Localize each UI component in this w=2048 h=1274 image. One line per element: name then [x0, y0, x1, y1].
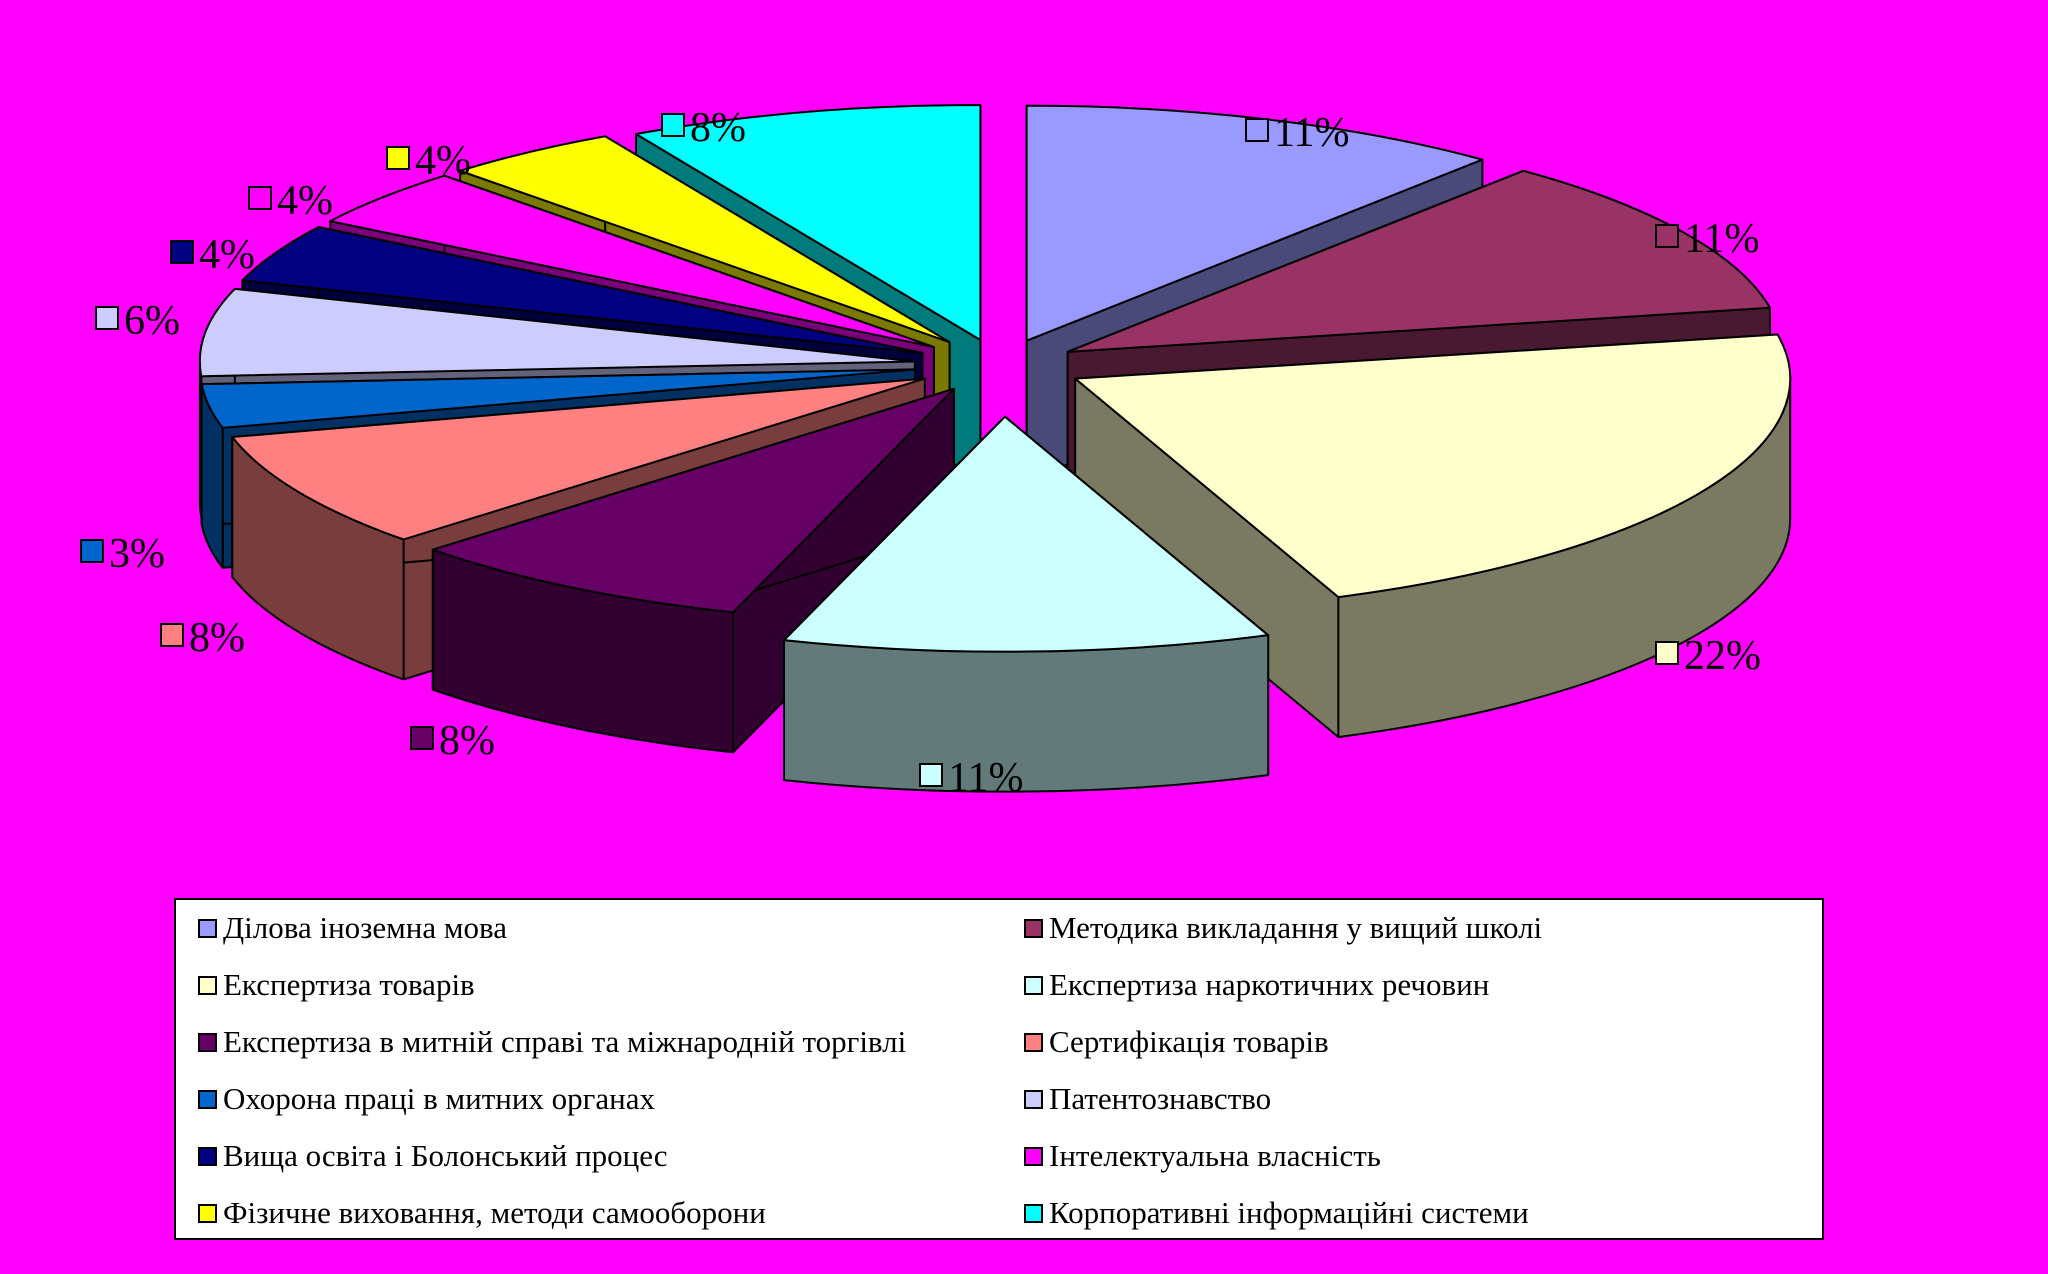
legend-label-1: Ділова іноземна мова: [223, 910, 507, 945]
legend-swatch-1: [198, 918, 217, 938]
legend-swatch-11: [198, 1203, 217, 1223]
pie-slice-5-top: [431, 387, 956, 614]
data-label-swatch-5: [410, 726, 434, 750]
legend-item-12: Корпоративні інформаційні системи: [1024, 1193, 1529, 1233]
pie-slice-6-top: [231, 377, 926, 541]
data-label-2: 11%: [1684, 216, 1759, 262]
legend-item-4: Експертиза наркотичних речовин: [1024, 965, 1489, 1005]
legend-swatch-5: [198, 1032, 217, 1052]
legend-item-6: Сертифікація товарів: [1024, 1022, 1329, 1062]
legend-item-9: Вища освіта і Болонський процес: [198, 1136, 668, 1176]
data-label-swatch-7: [80, 539, 104, 563]
legend-item-7: Охорона праці в митних органах: [198, 1079, 655, 1119]
legend-item-8: Патентознавство: [1024, 1079, 1271, 1119]
legend-swatch-7: [198, 1089, 217, 1109]
data-label-3: 22%: [1684, 633, 1761, 679]
data-label-swatch-6: [160, 623, 184, 647]
data-label-1: 11%: [1274, 110, 1349, 156]
legend-item-2: Методика викладання у вищий школі: [1024, 908, 1542, 948]
legend-label-9: Вища освіта і Болонський процес: [223, 1138, 668, 1173]
pie-slice-4: [782, 415, 1270, 793]
pie-slice-9-top: [241, 226, 924, 354]
pie-slice-3: [1074, 333, 1792, 739]
legend-swatch-4: [1024, 975, 1043, 995]
data-label-5: 8%: [439, 718, 495, 764]
data-label-swatch-8: [95, 306, 119, 330]
legend-label-12: Корпоративні інформаційні системи: [1049, 1195, 1529, 1230]
pie-slice-10-top: [329, 174, 935, 349]
pie-slice-4-side-1: [782, 634, 1270, 793]
data-label-8: 6%: [124, 298, 180, 344]
data-label-9: 4%: [199, 232, 255, 278]
data-label-10: 4%: [277, 178, 333, 224]
data-label-swatch-9: [170, 240, 194, 264]
legend-swatch-6: [1024, 1032, 1043, 1052]
legend-label-5: Експертиза в митній справі та міжнародні…: [223, 1024, 907, 1059]
legend-item-3: Експертиза товарів: [198, 965, 475, 1005]
data-label-swatch-1: [1245, 118, 1269, 142]
legend-label-3: Експертиза товарів: [223, 967, 475, 1002]
data-label-12: 8%: [690, 105, 746, 151]
data-label-11: 4%: [415, 138, 471, 184]
data-label-swatch-2: [1655, 224, 1679, 248]
data-label-swatch-3: [1655, 641, 1679, 665]
pie-slice-8-top: [198, 287, 916, 378]
legend-swatch-2: [1024, 918, 1043, 938]
data-label-7: 3%: [109, 531, 165, 577]
data-label-4: 11%: [948, 755, 1023, 801]
legend-label-4: Експертиза наркотичних речовин: [1049, 967, 1490, 1002]
legend-label-8: Патентознавство: [1049, 1081, 1272, 1116]
legend-swatch-10: [1024, 1146, 1043, 1166]
chart-legend: Ділова іноземна мова Методика викладання …: [174, 898, 1824, 1240]
data-label-swatch-10: [248, 186, 272, 210]
pie-slice-3-top: [1074, 333, 1792, 599]
pie-slice-4-top: [782, 415, 1270, 653]
data-label-swatch-11: [386, 146, 410, 170]
pie-slice-11-top: [459, 135, 951, 344]
pie-slice-2-top: [1066, 169, 1772, 353]
legend-label-7: Охорона праці в митних органах: [223, 1081, 656, 1116]
legend-swatch-3: [198, 975, 217, 995]
legend-swatch-8: [1024, 1089, 1043, 1109]
legend-item-10: Інтелектуальна власність: [1024, 1136, 1381, 1176]
data-label-swatch-4: [919, 763, 943, 787]
legend-swatch-9: [198, 1146, 217, 1166]
legend-item-5: Експертиза в митній справі та міжнародні…: [198, 1022, 906, 1062]
data-label-6: 8%: [189, 615, 245, 661]
legend-label-2: Методика викладання у вищий школі: [1049, 910, 1543, 945]
legend-label-6: Сертифікація товарів: [1049, 1024, 1329, 1059]
legend-label-11: Фізичне виховання, методи самооборони: [223, 1195, 766, 1230]
legend-swatch-12: [1024, 1203, 1043, 1223]
legend-item-11: Фізичне виховання, методи самооборони: [198, 1193, 766, 1233]
legend-item-1: Ділова іноземна мова: [198, 908, 507, 948]
legend-label-10: Інтелектуальна власність: [1049, 1138, 1381, 1173]
data-label-swatch-12: [661, 113, 685, 137]
pie-slice-7-top: [200, 368, 917, 429]
